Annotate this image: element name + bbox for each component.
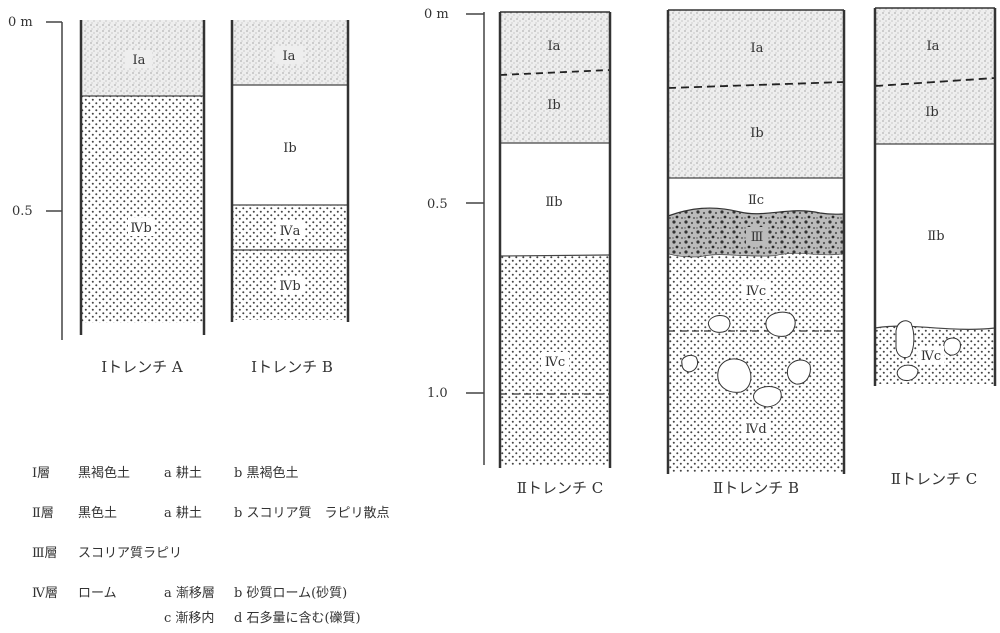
layer-label: Ⅳb	[130, 221, 151, 236]
column-trench-2c-left: Ia Ib Ⅱb Ⅳc Ⅱトレンチ C	[498, 11, 612, 497]
left-depth-scale: 0 m 0.5	[8, 15, 63, 340]
legend-layer-name: Ⅱ層	[32, 506, 54, 521]
layer-label: Ⅳb	[279, 279, 300, 294]
layer-label: Ⅲ	[751, 230, 764, 245]
legend-layer-desc: 黒色土	[78, 506, 118, 521]
legend-row-layer-1: Ⅰ層 黒褐色土 a 耕土 b 黒褐色土	[32, 462, 298, 481]
legend-layer-desc: ローム	[78, 586, 117, 601]
trench-caption: Ⅱトレンチ C	[891, 470, 977, 488]
legend-sub-b: b スコリア質 ラピリ散点	[234, 506, 390, 521]
layer-label: Ⅳa	[280, 224, 301, 239]
legend-row-layer-4: Ⅳ層 ローム a 漸移層 b 砂質ローム(砂質)	[32, 582, 347, 601]
legend-sub-d: d 石多量に含む(礫質)	[234, 611, 361, 626]
right-scale-label-0: 0 m	[424, 7, 449, 22]
left-scale-label-05: 0.5	[12, 204, 33, 219]
column-trench-2b: Ia Ib Ⅱc Ⅲ Ⅳc Ⅳd Ⅱトレンチ B	[666, 9, 846, 497]
layer-label: Ia	[548, 39, 561, 54]
legend-row-layer-3: Ⅲ層 スコリア質ラピリ	[32, 542, 182, 561]
right-depth-scale: 0 m 0.5 1.0	[424, 7, 485, 465]
trench-caption: Ⅰトレンチ A	[101, 358, 183, 376]
layer-label: Ⅳc	[921, 349, 941, 364]
layer-label: Ib	[547, 98, 560, 113]
column-trench-2c-right: Ia Ib Ⅱb Ⅳc Ⅱトレンチ C	[873, 7, 997, 488]
layer-label: Ⅳc	[746, 284, 766, 299]
legend-layer-name: Ⅳ層	[32, 586, 58, 601]
legend-row-layer-4-cont: c 漸移内 d 石多量に含む(礫質)	[164, 607, 361, 626]
legend-sub-a: a 耕土	[164, 466, 202, 481]
layer-ivb-fill	[81, 96, 204, 323]
layer-label: Ⅳd	[745, 422, 766, 437]
legend-layer-name: Ⅲ層	[32, 546, 58, 561]
layer-label: Ⅱb	[927, 229, 944, 244]
trench-caption: Ⅱトレンチ B	[713, 479, 799, 497]
legend-sub-a: a 漸移層	[164, 586, 215, 601]
layer-label: Ⅱc	[748, 193, 764, 208]
legend-sub-b: b 砂質ローム(砂質)	[234, 586, 348, 601]
right-scale-label-05: 0.5	[427, 197, 448, 212]
trench-caption: Ⅱトレンチ C	[517, 479, 603, 497]
layer-label: Ia	[927, 39, 940, 54]
column-trench-1a: Ia Ⅳb Ⅰトレンチ A	[79, 20, 206, 376]
legend-layer-desc: 黒褐色土	[78, 466, 131, 481]
layer-label: Ⅰb	[283, 141, 296, 156]
legend-layer-name: Ⅰ層	[32, 466, 51, 481]
layer-label: Ib	[750, 126, 763, 141]
legend-sub-b: b 黒褐色土	[234, 466, 299, 481]
layer-label: Ib	[925, 105, 938, 120]
layer-label: Ⅳc	[545, 355, 565, 370]
right-scale-label-10: 1.0	[427, 386, 448, 401]
left-scale-label-0: 0 m	[8, 15, 33, 30]
legend-sub-a: a 耕土	[164, 506, 202, 521]
column-trench-1b: Ia Ⅰb Ⅳa Ⅳb Ⅰトレンチ B	[230, 20, 350, 376]
legend-row-layer-2: Ⅱ層 黒色土 a 耕土 b スコリア質 ラピリ散点	[32, 502, 389, 521]
legend-sub-c: c 漸移内	[164, 611, 215, 626]
layer-label: Ia	[751, 41, 764, 56]
layer-label: Ia	[283, 49, 296, 64]
layer-label: Ⅱb	[545, 195, 562, 210]
legend-layer-desc: スコリア質ラピリ	[78, 546, 183, 561]
trench-caption: Ⅰトレンチ B	[251, 358, 333, 376]
layer-label: Ia	[133, 53, 146, 68]
